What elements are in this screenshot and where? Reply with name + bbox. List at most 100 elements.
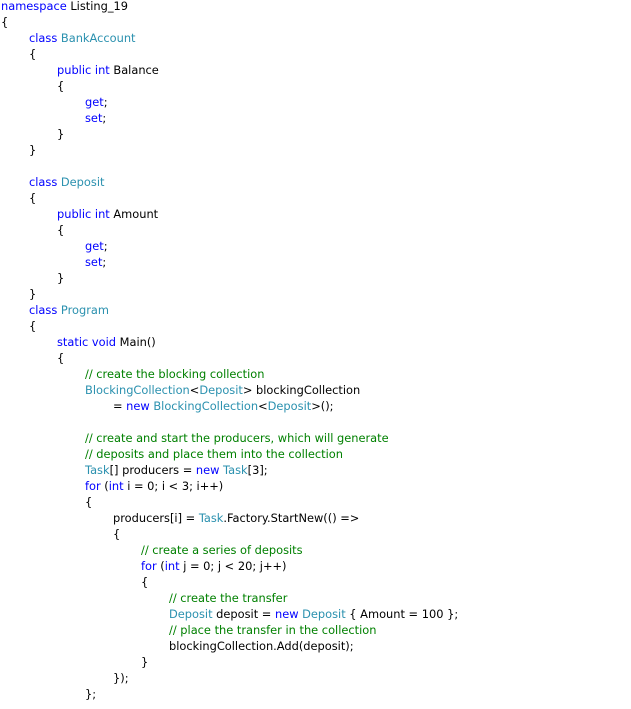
code-line: { <box>29 190 36 206</box>
code-text: { <box>1 15 9 29</box>
code-text: deposit = <box>212 607 275 621</box>
code-line: class Program <box>29 302 109 318</box>
code-comment: // place the transfer in the collection <box>169 623 377 637</box>
code-text: } <box>141 655 149 669</box>
code-keyword: static <box>57 335 89 349</box>
code-line: get; <box>85 238 108 254</box>
code-type-name: BankAccount <box>60 31 136 45</box>
code-text: { <box>113 527 121 541</box>
code-line: { <box>57 222 64 238</box>
code-text: { <box>141 575 149 589</box>
code-line: Deposit deposit = new Deposit { Amount =… <box>169 606 458 622</box>
code-line: class Deposit <box>29 174 104 190</box>
code-text: ( <box>156 559 165 573</box>
code-text: { <box>29 319 37 333</box>
code-line: { <box>57 78 64 94</box>
code-line: // deposits and place them into the coll… <box>85 446 343 462</box>
code-keyword: for <box>85 479 101 493</box>
code-keyword: public <box>57 207 92 221</box>
code-keyword: class <box>29 303 58 317</box>
code-line: { <box>85 494 92 510</box>
code-comment: // create the blocking collection <box>85 367 265 381</box>
code-type-name: Deposit <box>267 399 312 413</box>
code-text: < <box>258 399 268 413</box>
code-line: // create and start the producers, which… <box>85 430 389 446</box>
code-text: Amount <box>109 207 159 221</box>
code-line: // place the transfer in the collection <box>169 622 376 638</box>
code-text: } <box>29 143 37 157</box>
code-keyword: void <box>91 335 117 349</box>
code-text: ; <box>103 95 108 109</box>
code-type-name: Deposit <box>199 383 243 397</box>
code-line: class BankAccount <box>29 30 136 46</box>
code-line: set; <box>85 254 106 270</box>
code-comment: // create the transfer <box>169 591 288 605</box>
code-keyword: namespace <box>1 0 67 13</box>
code-keyword: get <box>85 239 104 253</box>
code-line: { <box>29 46 36 62</box>
code-text: }; <box>85 687 97 701</box>
code-text: >(); <box>311 399 334 413</box>
code-type-name: Deposit <box>169 607 213 621</box>
code-line: namespace Listing_19 <box>1 0 128 14</box>
code-keyword: new <box>274 607 299 621</box>
code-line: public int Balance <box>57 62 159 78</box>
code-text: } <box>57 271 65 285</box>
code-text: i = 0; i < 3; i++) <box>123 479 224 493</box>
code-line: } <box>141 654 148 670</box>
code-text: Listing_19 <box>66 0 129 13</box>
code-type-name: BlockingCollection <box>153 399 259 413</box>
code-line: = new BlockingCollection<Deposit>(); <box>113 398 333 414</box>
code-text: ; <box>102 255 107 269</box>
code-keyword: set <box>85 255 103 269</box>
code-comment: // create and start the producers, which… <box>85 431 389 445</box>
code-line: // create a series of deposits <box>141 542 303 558</box>
code-text: { <box>29 47 37 61</box>
code-line: }); <box>113 670 129 686</box>
code-text: j = 0; j < 20; j++) <box>179 559 287 573</box>
code-text: { <box>57 223 65 237</box>
code-keyword: new <box>126 399 150 413</box>
code-keyword: int <box>94 207 110 221</box>
code-line: get; <box>85 94 108 110</box>
code-line: }; <box>85 686 96 702</box>
code-comment: // create a series of deposits <box>141 543 303 557</box>
code-text: ; <box>102 111 107 125</box>
code-text: { <box>57 351 65 365</box>
code-text: }); <box>113 671 129 685</box>
code-line: blockingCollection.Add(deposit); <box>169 638 354 654</box>
code-keyword: set <box>85 111 103 125</box>
code-line: for (int i = 0; i < 3; i++) <box>85 478 223 494</box>
code-text: Balance <box>109 63 159 77</box>
code-line: { <box>141 574 148 590</box>
code-text: { <box>57 79 65 93</box>
code-comment: // deposits and place them into the coll… <box>85 447 343 461</box>
code-line: { <box>57 350 64 366</box>
code-line: { <box>1 14 8 30</box>
code-keyword: public <box>57 63 92 77</box>
code-keyword: for <box>141 559 157 573</box>
code-text: } <box>57 127 65 141</box>
code-type-name: Task <box>198 511 224 525</box>
code-type-name: Task <box>223 463 248 477</box>
code-type-name: Deposit <box>60 175 105 189</box>
code-keyword: int <box>108 479 124 493</box>
code-line: producers[i] = Task.Factory.StartNew(() … <box>113 510 359 526</box>
code-text: > blockingCollection <box>242 383 361 397</box>
code-text: ; <box>103 239 108 253</box>
code-text: [3]; <box>247 463 268 477</box>
code-line: Task[] producers = new Task[3]; <box>85 462 268 478</box>
code-keyword: class <box>29 175 58 189</box>
code-line: { <box>29 318 36 334</box>
code-keyword: class <box>29 31 58 45</box>
code-text: Main() <box>116 335 156 349</box>
code-keyword: get <box>85 95 104 109</box>
code-line: set; <box>85 110 106 126</box>
code-type-name: Deposit <box>302 607 346 621</box>
code-line: static void Main() <box>57 334 156 350</box>
code-keyword: new <box>195 463 220 477</box>
code-text: } <box>29 287 37 301</box>
code-text: ( <box>100 479 109 493</box>
code-line: } <box>29 142 36 158</box>
